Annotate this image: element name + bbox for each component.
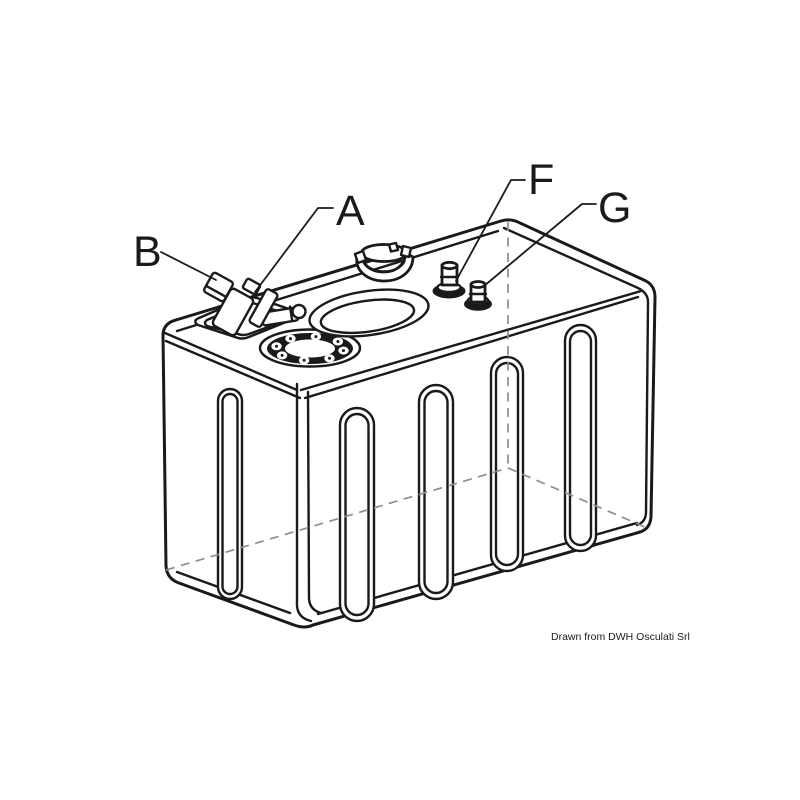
callout-g: G (483, 184, 631, 287)
callout-b: B (133, 228, 217, 281)
pickup-pipe-b (202, 271, 255, 337)
filler-lug-top (387, 241, 400, 253)
top-fitting-f (432, 260, 466, 299)
hidden-bottom-left-edge (165, 467, 509, 571)
hidden-edge-lines (165, 222, 646, 571)
rib-front-4 (563, 323, 598, 553)
callout-f-label: F (528, 156, 554, 204)
callout-g-leader (483, 203, 597, 287)
tank-edge-creases (163, 226, 650, 623)
attribution-text: Drawn from DWH Osculati Srl (551, 631, 690, 643)
filler-lug-left (353, 249, 368, 265)
callout-f: F (455, 156, 554, 282)
rib-left-face (216, 387, 244, 601)
hose-barb-fitting (260, 303, 307, 327)
filler-lug-right (399, 244, 413, 259)
tank-ribs (216, 323, 598, 623)
callout-a-label: A (336, 187, 365, 235)
vent-pipe-a (241, 277, 279, 328)
rib-front-3 (489, 355, 525, 573)
filler-neck (353, 241, 415, 283)
callout-a: A (254, 187, 365, 293)
rib-front-1 (338, 406, 376, 623)
callout-g-label: G (598, 184, 631, 232)
inspection-opening (308, 288, 430, 338)
callout-f-leader (455, 179, 526, 282)
callout-b-leader (160, 251, 217, 281)
sender-flange (258, 328, 362, 368)
rib-front-2 (417, 383, 455, 601)
hidden-bottom-right-edge (507, 467, 646, 528)
callout-b-label: B (133, 228, 162, 276)
top-fitting-g (464, 280, 492, 311)
callout-a-leader (254, 207, 334, 293)
flange-bolt-dots (275, 335, 345, 362)
